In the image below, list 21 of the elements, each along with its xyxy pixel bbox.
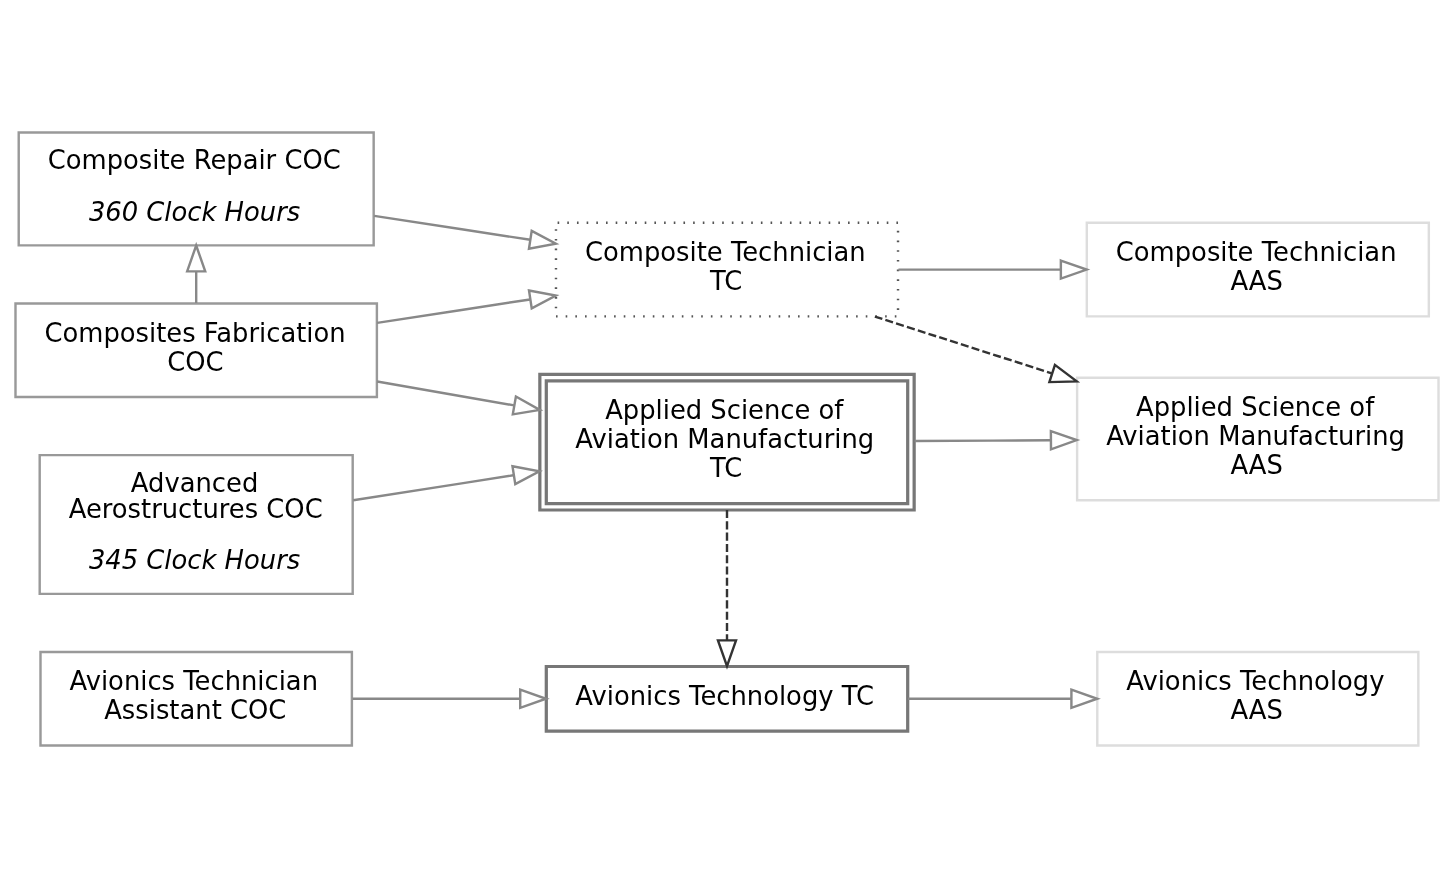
arrow xyxy=(376,379,544,416)
arrow xyxy=(352,687,550,709)
arrow xyxy=(376,288,560,324)
node-box: Composite Technician TC xyxy=(554,221,900,318)
node-box: Avionics Technology TC xyxy=(544,664,910,733)
node-box: Advanced Aerostructures COC 345 Clock Hours xyxy=(38,453,354,595)
arrow xyxy=(874,314,1081,383)
arrow xyxy=(914,429,1081,451)
arrow xyxy=(185,241,207,303)
node-box: Composite Repair COC 360 Clock Hours xyxy=(17,130,375,247)
arrow xyxy=(907,687,1101,709)
arrow xyxy=(716,509,738,670)
node-box: Applied Science of Aviation Manufacturing TC xyxy=(538,372,916,512)
arrow xyxy=(374,214,560,250)
arrow xyxy=(898,258,1091,280)
node-box: Avionics Technology AAS xyxy=(1096,650,1420,747)
node-box: Composite Technician AAS xyxy=(1085,221,1431,318)
arrow xyxy=(353,464,543,501)
node-box: Avionics Technician Assistant COC xyxy=(39,650,354,747)
node-box: Composites Fabrication COC xyxy=(14,301,379,398)
node-box: Applied Science of Aviation Manufacturing AAS xyxy=(1075,376,1440,501)
